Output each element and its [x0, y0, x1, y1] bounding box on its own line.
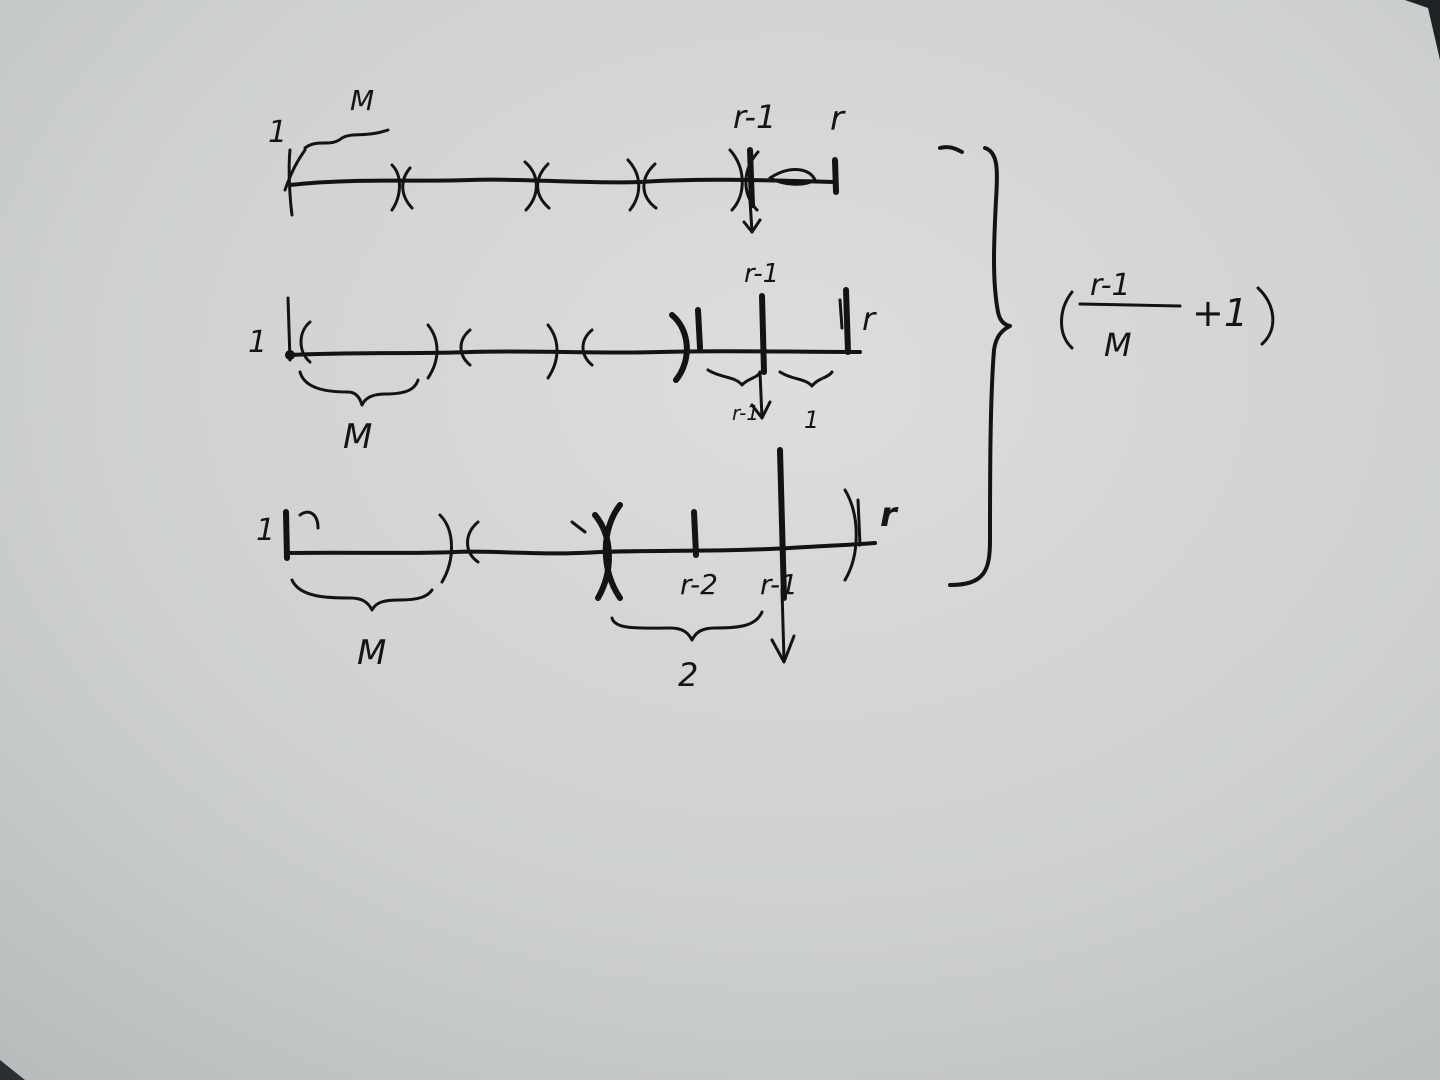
row-1-segment-label: M: [350, 84, 374, 117]
row-3-cross-left: [592, 512, 612, 601]
row-2-segment-brace: [298, 370, 420, 407]
row-2-line: [288, 349, 862, 357]
row-3-diagram: M 1 2 r-2 r-1 r: [256, 447, 899, 694]
row-2-start-tick: [286, 296, 292, 362]
row-2-paren-3: [581, 328, 594, 367]
row-1-start-label: 1: [268, 115, 287, 150]
row-2-prev-label: r-1: [744, 259, 779, 289]
row-3-rm1-label: r-1: [760, 568, 798, 601]
row-1-end-tick: [832, 157, 839, 195]
row-1-divider-4: [728, 148, 744, 212]
row-3-start-label: 1: [256, 513, 275, 548]
formula-plus-one: +1: [1192, 291, 1248, 335]
row-3-paren-1: [438, 513, 453, 584]
row-2-paren-4: [669, 312, 690, 383]
row-2-diagram: M 1 r-1 r r-1 1: [248, 259, 877, 457]
row-1-prev-label: r-1: [733, 98, 776, 136]
row-3-rm2-label: r-2: [680, 568, 718, 601]
row-3-segment-label: M: [357, 633, 386, 673]
row-3-down-arrow: [780, 588, 786, 662]
row-1-segment-brace: [303, 128, 390, 150]
row-3-end-paren: [843, 488, 858, 582]
row-1-start-tick: [287, 148, 294, 217]
formula-denominator: M: [1104, 326, 1132, 364]
row-3-line: [286, 541, 877, 556]
row-2-end-label: r: [862, 300, 877, 338]
row-3-rm1-tick: [777, 447, 787, 601]
row-2-span-right-label: 1: [804, 406, 819, 434]
formula-right-paren: [1256, 286, 1275, 346]
row-2-prev-tick: [759, 293, 767, 375]
row-2-down-arrow: [758, 370, 764, 420]
row-2-end-tick: [843, 287, 851, 355]
row-2-paren-2: [459, 328, 472, 367]
row-2-segment-label: M: [343, 417, 372, 457]
row-1-loop: [768, 168, 817, 186]
row-2-span-left-label: r-1: [732, 401, 759, 425]
row-3-span-label: 2: [678, 656, 698, 694]
row-1-down-arrow: [748, 198, 754, 234]
row-1-end-label: r: [830, 99, 846, 139]
row-2-span-brace-right: [778, 370, 834, 388]
row-3-start-tick: [283, 509, 290, 561]
row-2-paren-1: [299, 320, 312, 364]
row-3-paren-2: [466, 520, 480, 564]
row-1-divider-3: [626, 158, 641, 212]
row-3-rm2-tick: [691, 509, 699, 558]
formula-left-paren: [1060, 290, 1074, 350]
grouping-brace: [938, 145, 1012, 587]
formula-fraction-bar: [1078, 302, 1182, 308]
row-3-end-label: r: [880, 495, 899, 535]
row-1-line: [288, 177, 837, 187]
row-1-divider-2: [523, 160, 538, 212]
row-2-start-label: 1: [248, 325, 267, 360]
formula: r-1 M +1: [1060, 268, 1275, 364]
row-2-span-brace-left: [706, 368, 762, 387]
formula-numerator: r-1: [1090, 268, 1131, 303]
row-3-segment-brace: [290, 578, 434, 612]
row-1-divider-1: [390, 163, 401, 212]
row-3-span-brace: [610, 610, 764, 642]
row-1-diagram: M 1 r-1 r: [268, 84, 846, 234]
